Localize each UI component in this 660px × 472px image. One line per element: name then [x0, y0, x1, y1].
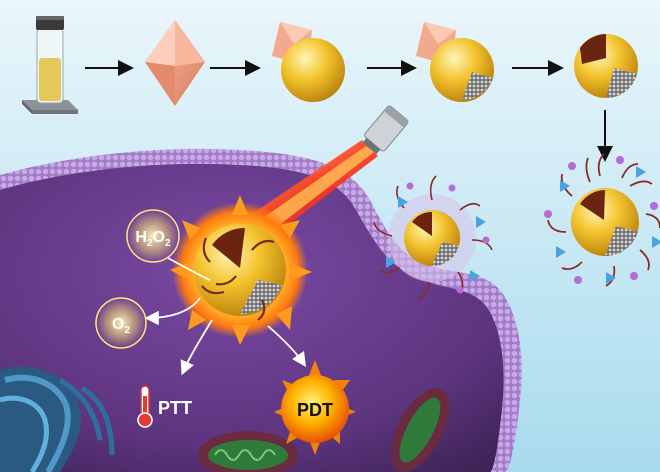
endoplasmic-reticulum — [0, 366, 115, 472]
o2-sub: 2 — [124, 325, 130, 336]
h2o2-sub1: 2 — [147, 238, 153, 249]
pdt-burst — [274, 360, 356, 455]
o2-o: O — [112, 316, 124, 333]
vial-icon — [22, 16, 78, 114]
thermometer-icon — [137, 385, 153, 428]
entering-nanoparticle — [373, 175, 493, 301]
h2o2-h: H — [135, 229, 147, 246]
trimer-particle — [416, 22, 494, 102]
janus-core-particle — [574, 34, 638, 99]
activated-nanoparticle — [170, 195, 312, 345]
svg-text:O2: O2 — [112, 316, 130, 336]
mitochondrion — [198, 431, 298, 472]
h2o2-bubble: H2O2 — [126, 209, 180, 263]
octahedron-particle — [145, 20, 205, 106]
svg-text:H2O2: H2O2 — [135, 229, 171, 249]
h2o2-o: O — [153, 229, 165, 246]
pdt-label: PDT — [297, 400, 333, 420]
synthesis-row — [22, 16, 638, 162]
o2-bubble: O2 — [95, 297, 147, 349]
ptt-label: PTT — [158, 398, 192, 418]
coated-nanoparticle — [544, 153, 660, 287]
octahedron-gold-dimer — [272, 22, 345, 102]
h2o2-sub2: 2 — [165, 238, 171, 249]
mitochondrion — [390, 388, 450, 472]
